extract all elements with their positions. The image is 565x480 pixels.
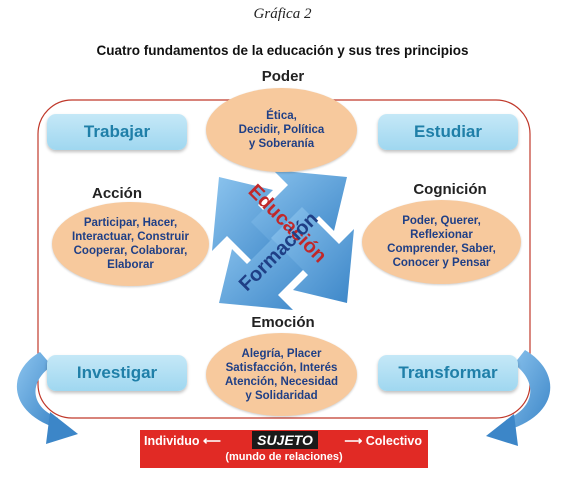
oval-emocion-text: Alegría, Placer Satisfacción, Interés At… [224, 347, 339, 402]
box-trabajar: Trabajar [47, 114, 187, 150]
heading-accion: Acción [91, 185, 142, 202]
oval-emocion: Alegría, Placer Satisfacción, Interés At… [206, 333, 357, 416]
center-cross-arrows [212, 170, 354, 310]
bar-center-label: SUJETO [252, 431, 318, 449]
oval-accion: Participar, Hacer, Interactuar, Construi… [52, 202, 209, 286]
diagram-title: Cuatro fundamentos de la educación y sus… [96, 43, 469, 58]
oval-cognicion-text: Poder, Querer, Reflexionar Comprender, S… [387, 215, 496, 269]
sujeto-bar: Individuo ⟵ SUJETO ⟶ Colectivo (mundo de… [140, 430, 428, 468]
bar-right-label: ⟶ Colectivo [344, 434, 422, 448]
oval-accion-text: Participar, Hacer, Interactuar, Construi… [72, 217, 189, 271]
box-estudiar: Estudiar [378, 114, 518, 150]
oval-poder: Ética, Decidir, Política y Soberanía [206, 88, 357, 172]
bar-left-label: Individuo ⟵ [144, 434, 221, 448]
box-transformar: Transformar [378, 355, 518, 391]
box-investigar: Investigar [47, 355, 187, 391]
oval-cognicion: Poder, Querer, Reflexionar Comprender, S… [362, 200, 521, 284]
figure-caption: Gráfica 2 [253, 6, 312, 22]
heading-cognicion: Cognición [413, 181, 487, 198]
left-swoosh-arrow [16, 352, 78, 444]
heading-poder: Poder [261, 68, 305, 85]
right-swoosh-arrow [486, 350, 551, 446]
heading-emocion: Emoción [251, 314, 315, 331]
bar-subtitle: (mundo de relaciones) [225, 451, 343, 463]
oval-poder-text: Ética, Decidir, Política y Soberanía [238, 110, 325, 150]
